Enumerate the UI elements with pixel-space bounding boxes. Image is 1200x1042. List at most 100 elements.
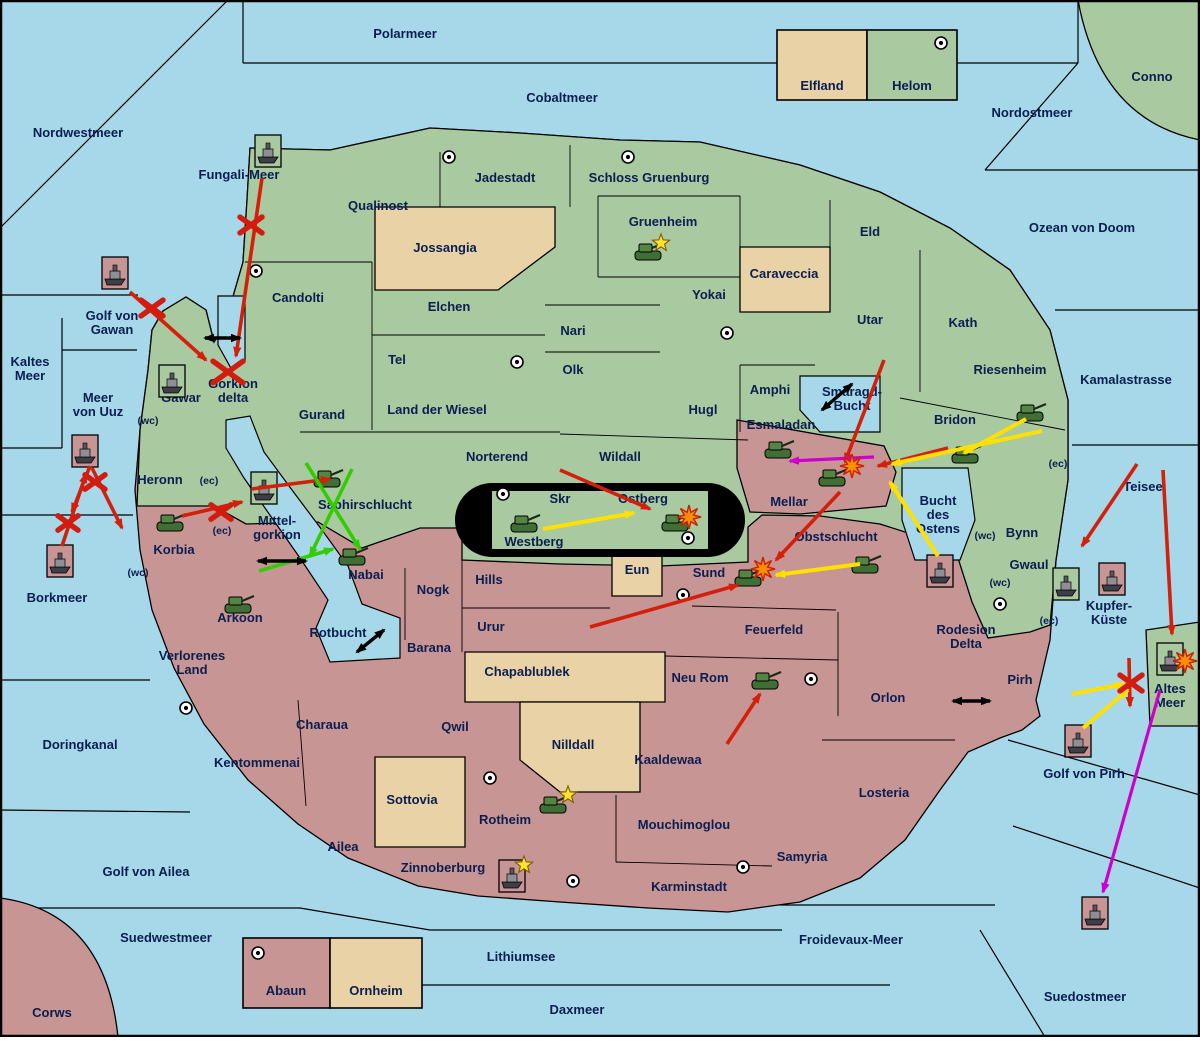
region-label: Gurand bbox=[299, 407, 345, 422]
region-label: Lithiumsee bbox=[487, 949, 556, 964]
region-label: Kupfer-Küste bbox=[1086, 598, 1132, 627]
fleet-unit[interactable] bbox=[46, 544, 74, 578]
supply-center-dot bbox=[487, 775, 493, 781]
region-label: Neu Rom bbox=[671, 670, 728, 685]
sea-border bbox=[984, 62, 1079, 171]
region-sottovia[interactable] bbox=[374, 756, 466, 848]
supply-center-dot bbox=[514, 359, 520, 365]
region-label: Sund bbox=[693, 565, 726, 580]
tank-turret bbox=[755, 672, 770, 682]
region-label: Nabai bbox=[348, 567, 383, 582]
army-unit[interactable] bbox=[634, 241, 665, 261]
army-unit[interactable] bbox=[734, 567, 765, 587]
fleet-unit[interactable] bbox=[1098, 562, 1126, 596]
ship-funnel bbox=[1167, 650, 1173, 658]
supply-center-dot bbox=[685, 535, 691, 541]
unit-layer[interactable] bbox=[46, 134, 1184, 930]
supply-center-dot bbox=[808, 676, 814, 682]
failed-move-x bbox=[208, 502, 234, 522]
province-border bbox=[691, 605, 837, 611]
region-label: Nari bbox=[560, 323, 585, 338]
region-label: Zinnoberburg bbox=[401, 860, 486, 875]
region-conno[interactable] bbox=[1077, 0, 1200, 141]
region-label: Samyria bbox=[777, 849, 828, 864]
order-arrow-y bbox=[542, 510, 636, 531]
ship-superstructure bbox=[1072, 738, 1084, 748]
region-label: Losteria bbox=[859, 785, 910, 800]
star-icon bbox=[650, 232, 672, 252]
ship-funnel bbox=[1063, 575, 1069, 583]
army-unit[interactable] bbox=[818, 467, 849, 487]
fleet-unit[interactable] bbox=[71, 434, 99, 468]
fleet-unit[interactable] bbox=[254, 134, 282, 168]
ship-funnel bbox=[937, 562, 943, 570]
failed-move-x bbox=[138, 297, 166, 319]
army-unit[interactable] bbox=[764, 439, 795, 459]
region-label: Ozean von Doom bbox=[1029, 220, 1135, 235]
fleet-unit[interactable] bbox=[1081, 896, 1109, 930]
supply-center-dot bbox=[740, 864, 746, 870]
region-jossangia[interactable] bbox=[374, 206, 556, 291]
region-label: Qualinost bbox=[348, 198, 409, 213]
star-icon bbox=[557, 784, 579, 804]
tank-barrel bbox=[527, 513, 541, 522]
ship-funnel bbox=[82, 442, 88, 450]
region-label: Norterend bbox=[466, 449, 528, 464]
fleet-unit[interactable] bbox=[158, 364, 186, 398]
region-label: (wc) bbox=[990, 577, 1011, 589]
army-unit[interactable] bbox=[751, 670, 782, 690]
region-label: Golf von Ailea bbox=[103, 864, 191, 879]
region-label: Tel bbox=[388, 352, 406, 367]
region-label: Kamalastrasse bbox=[1080, 372, 1172, 387]
tank-barrel bbox=[868, 554, 882, 563]
explosion-icon bbox=[676, 504, 702, 530]
army-unit[interactable] bbox=[156, 512, 187, 532]
fleet-unit[interactable] bbox=[926, 554, 954, 588]
region-label: Suedostmeer bbox=[1044, 989, 1126, 1004]
army-unit[interactable] bbox=[510, 513, 541, 533]
army-unit[interactable] bbox=[1016, 402, 1047, 422]
fleet-unit[interactable] bbox=[101, 256, 129, 290]
region-label: Karminstadt bbox=[651, 879, 728, 894]
order-arrow-r bbox=[774, 490, 842, 562]
supply-center-dot bbox=[253, 268, 259, 274]
region-label: Conno bbox=[1131, 69, 1172, 84]
army-unit[interactable] bbox=[338, 546, 369, 566]
supply-center-dot bbox=[997, 601, 1003, 607]
region-corws[interactable] bbox=[0, 897, 119, 1038]
region-caraveccia[interactable] bbox=[739, 246, 831, 313]
fleet-unit[interactable] bbox=[1052, 567, 1080, 601]
ship-hull bbox=[161, 386, 183, 394]
tank-turret bbox=[514, 515, 529, 525]
explosion-icon bbox=[1172, 648, 1198, 674]
ship-funnel bbox=[1092, 904, 1098, 912]
ship-superstructure bbox=[1089, 910, 1101, 920]
ship-hull bbox=[49, 566, 71, 574]
region-label: Chapablublek bbox=[484, 664, 570, 679]
tank-barrel bbox=[241, 594, 255, 603]
supply-center-dot bbox=[724, 330, 730, 336]
region-label: Orlon bbox=[871, 690, 906, 705]
region-label: Skr bbox=[550, 491, 571, 506]
region-label: Rotbucht bbox=[309, 625, 367, 640]
tank-barrel bbox=[768, 670, 782, 679]
region-label: (wc) bbox=[975, 530, 996, 542]
region-label: (ec) bbox=[200, 475, 219, 487]
region-nilldall[interactable] bbox=[519, 701, 641, 793]
region-label: Bridon bbox=[934, 412, 976, 427]
order-arrow-r bbox=[843, 359, 886, 464]
region-label: Urur bbox=[477, 619, 504, 634]
tank-turret bbox=[342, 548, 357, 558]
order-arrow-m bbox=[1101, 689, 1162, 894]
supply-center-dot bbox=[255, 950, 261, 956]
army-unit[interactable] bbox=[224, 594, 255, 614]
legend-label: Abaun bbox=[266, 983, 307, 998]
fleet-unit[interactable] bbox=[1064, 724, 1092, 758]
region-chapablublek[interactable] bbox=[464, 651, 666, 703]
